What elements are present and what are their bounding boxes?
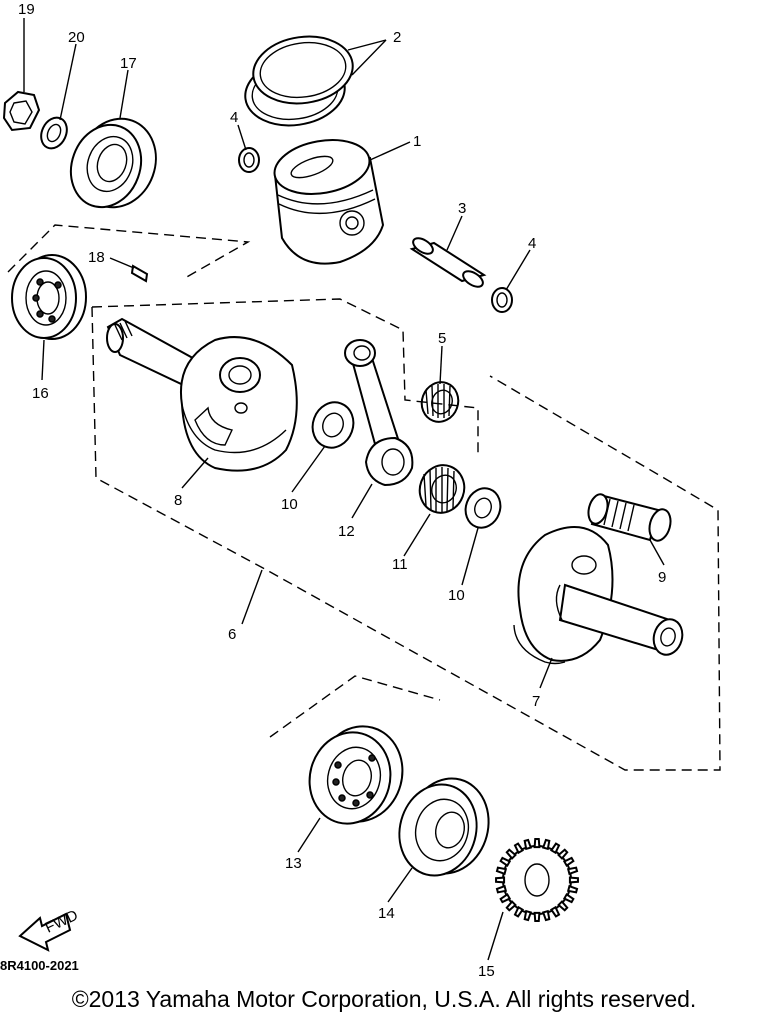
- label-16: 16: [32, 385, 49, 402]
- part-10-washer-right: [464, 487, 502, 529]
- label-14: 14: [378, 905, 395, 922]
- part-4-circlip-lower: [491, 287, 513, 313]
- part-11-big-end-bearing: [418, 464, 466, 514]
- part-15-gear: [495, 838, 579, 922]
- label-10a: 10: [281, 496, 298, 513]
- label-8: 8: [174, 492, 182, 509]
- label-4b: 4: [528, 235, 536, 252]
- assembly-outlines: [7, 224, 721, 771]
- gear-tooth: [495, 884, 508, 894]
- part-1-piston: [273, 139, 385, 265]
- part-20-washer: [40, 116, 68, 150]
- label-3: 3: [458, 200, 466, 217]
- part-3-piston-pin: [409, 237, 487, 288]
- part-number-labels: 19 20 17 2 4 1 3 4 18 5 16 8 10 12 11 10…: [18, 1, 666, 980]
- gear-tooth: [557, 900, 569, 912]
- part-8-crank-left: [106, 317, 298, 472]
- part-14-oil-seal: [398, 777, 490, 877]
- label-9: 9: [658, 569, 666, 586]
- label-1: 1: [413, 133, 421, 150]
- fwd-arrow-icon: FWD: [18, 907, 81, 952]
- gear-tooth: [505, 900, 517, 912]
- gear-tooth: [495, 866, 508, 876]
- part-4-circlip-upper: [238, 147, 260, 173]
- copyright-notice: ©2013 Yamaha Motor Corporation, U.S.A. A…: [71, 986, 697, 1012]
- gear-tooth: [541, 838, 551, 851]
- label-17: 17: [120, 55, 137, 72]
- gear-tooth: [549, 905, 561, 918]
- label-7: 7: [532, 693, 540, 710]
- part-19-nut: [2, 90, 41, 132]
- label-2: 2: [393, 29, 401, 46]
- gear-tooth: [523, 838, 533, 851]
- gear-tooth: [533, 911, 541, 922]
- label-5: 5: [438, 330, 446, 347]
- label-13: 13: [285, 855, 302, 872]
- gear-tooth: [513, 905, 525, 918]
- part-16-bearing: [11, 254, 87, 340]
- part-10-washer-left: [311, 401, 355, 449]
- gear-tooth: [562, 856, 575, 868]
- label-10b: 10: [448, 587, 465, 604]
- label-11: 11: [392, 556, 408, 573]
- part-12-connecting-rod: [344, 339, 414, 487]
- label-15: 15: [478, 963, 495, 980]
- label-12: 12: [338, 523, 355, 540]
- gear-tooth: [499, 856, 512, 868]
- label-19: 19: [18, 1, 35, 18]
- label-6: 6: [228, 626, 236, 643]
- gear-tooth: [541, 909, 551, 922]
- gear-tooth: [549, 842, 561, 855]
- gear-tooth: [566, 884, 579, 894]
- part-18-key: [130, 264, 149, 283]
- gear-tooth: [533, 838, 541, 849]
- gear-tooth: [566, 866, 579, 876]
- gear-tooth: [568, 876, 579, 884]
- leader-lines: [23, 18, 665, 961]
- part-2-piston-rings: [244, 35, 354, 127]
- label-20: 20: [68, 29, 85, 46]
- gear-tooth: [557, 848, 569, 860]
- diagram-code: 8R4100-2021: [0, 958, 79, 973]
- part-5-small-end-bearing: [420, 381, 460, 423]
- gear-tooth: [513, 842, 525, 855]
- gear-tooth: [499, 892, 512, 904]
- part-7-crank-right: [513, 526, 684, 665]
- gear-tooth: [505, 848, 517, 860]
- gear-tooth: [562, 892, 575, 904]
- part-13-bearing: [308, 725, 404, 825]
- gear-tooth: [495, 876, 506, 884]
- label-18: 18: [88, 249, 105, 266]
- label-4a: 4: [230, 109, 238, 126]
- gear-tooth: [523, 909, 533, 922]
- part-17-oil-seal: [69, 117, 157, 209]
